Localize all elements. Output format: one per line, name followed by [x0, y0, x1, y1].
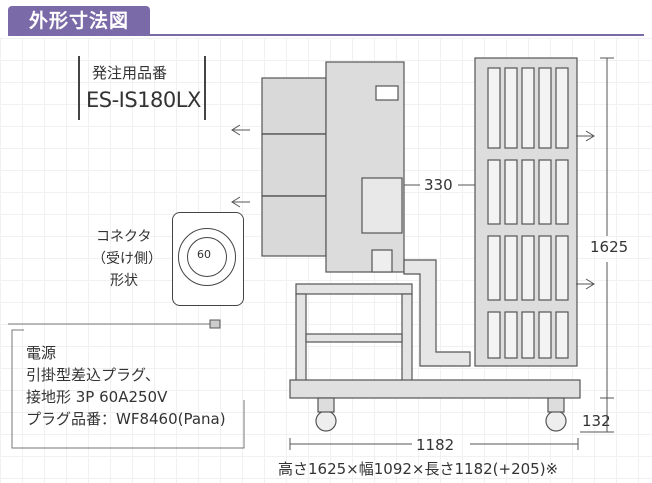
depth-dimension: 330: [424, 176, 453, 194]
height-dimension: 1625: [590, 238, 629, 256]
power-cable-line: [11, 329, 245, 449]
connector-socket-inner: [187, 237, 227, 277]
page-title: 外形寸法図: [8, 6, 150, 36]
intake-arrow-upper: [576, 130, 595, 142]
exhaust-arrow-lower: [231, 196, 250, 208]
lower-duct: [261, 195, 327, 257]
body-vent: [375, 85, 399, 101]
wheel-right: [545, 410, 567, 432]
connector-label-line3: 形状: [110, 273, 138, 289]
base-frame: [289, 379, 581, 399]
duct-pipe: [403, 259, 471, 367]
side-label: [371, 249, 393, 273]
power-plug-type: 引掛型差込プラグ、: [26, 366, 160, 384]
middle-duct: [261, 133, 327, 197]
header-rule: [8, 34, 644, 36]
connector-socket: [178, 228, 236, 286]
model-caption: 発注用品番: [92, 64, 168, 82]
upper-duct: [261, 77, 327, 135]
model-number: ES-IS180LX: [86, 88, 201, 112]
connector-label-line1: コネクタ: [96, 229, 152, 245]
connector-label-line2: （受け側）: [92, 251, 162, 267]
power-rating: 接地形 3P 60A250V: [26, 388, 168, 406]
connector-badge: 60: [197, 248, 211, 261]
size-summary: 高さ1625×幅1092×長さ1182(+205)※: [278, 460, 559, 478]
length-dimension: 1182: [416, 436, 455, 454]
power-label: 電源: [26, 344, 57, 362]
model-number-box: [78, 56, 206, 120]
table-top: [295, 283, 413, 295]
control-panel: [361, 177, 403, 234]
intake-arrow-lower: [576, 278, 595, 290]
power-plug-part: プラグ品番：WF8460(Pana): [26, 410, 226, 428]
base-dimension: 132: [582, 412, 611, 430]
exhaust-arrow-upper: [231, 124, 250, 136]
wheel-left: [315, 410, 337, 432]
